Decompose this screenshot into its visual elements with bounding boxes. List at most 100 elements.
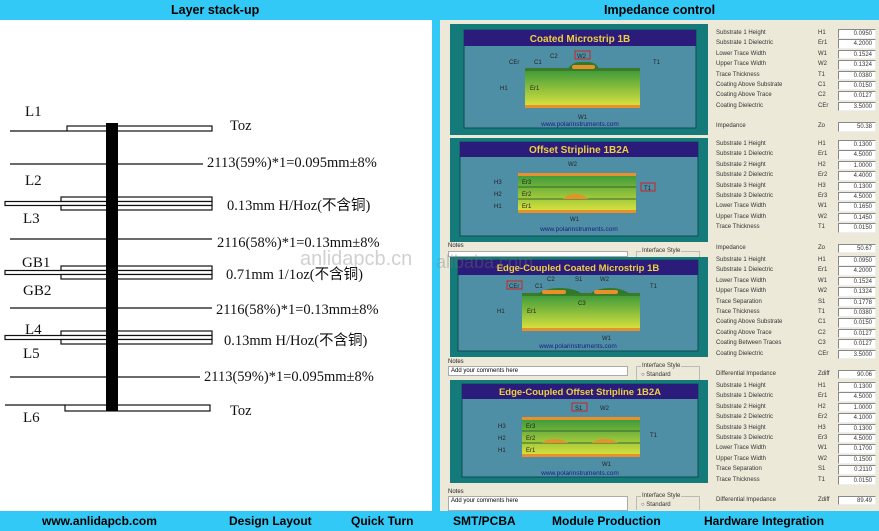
parameter-value-field[interactable]: 0.0380 bbox=[838, 70, 876, 81]
parameter-value-field[interactable]: 4.5000 bbox=[838, 150, 876, 160]
parameter-value-field[interactable]: 0.0127 bbox=[838, 328, 876, 339]
parameter-value-field[interactable]: 4.2000 bbox=[838, 39, 876, 49]
parameter-symbol: H1 bbox=[818, 141, 826, 147]
parameter-value-field[interactable]: 0.0150 bbox=[838, 475, 876, 486]
parameter-symbol: S1 bbox=[818, 298, 826, 305]
footer-link-smt-pcba[interactable]: SMT/PCBA bbox=[453, 514, 516, 528]
parameter-label: Upper Trace Width bbox=[716, 288, 767, 295]
parameter-value-field[interactable]: 0.0380 bbox=[838, 307, 876, 318]
parameter-value-field[interactable]: 4.2000 bbox=[838, 266, 876, 276]
parameter-label: Substrate 3 Height bbox=[716, 424, 766, 431]
parameter-symbol: Er2 bbox=[818, 414, 828, 421]
parameter-value-field[interactable]: 0.1500 bbox=[838, 454, 876, 465]
parameter-value-field[interactable]: 4.1000 bbox=[838, 413, 876, 423]
parameter-symbol: T1 bbox=[818, 308, 826, 315]
footer-link-module-production[interactable]: Module Production bbox=[552, 514, 661, 528]
footer-link-quick-turn[interactable]: Quick Turn bbox=[351, 514, 414, 528]
parameter-value-field[interactable]: 90.06 bbox=[838, 369, 876, 380]
parameter-value-field[interactable]: 0.0127 bbox=[838, 339, 876, 349]
parameter-value-field[interactable]: 0.0150 bbox=[838, 223, 876, 233]
parameter-value-field[interactable]: 0.1650 bbox=[838, 202, 876, 212]
parameter-symbol: T1 bbox=[818, 224, 826, 231]
parameter-value-field[interactable]: 0.0950 bbox=[838, 256, 876, 266]
parameter-value-field[interactable]: 0.1450 bbox=[838, 212, 876, 223]
svg-text:Er3: Er3 bbox=[522, 180, 532, 186]
parameter-value-field[interactable]: 1.0000 bbox=[838, 160, 876, 171]
parameter-label: Coating Above Trace bbox=[716, 92, 772, 99]
svg-text:W2: W2 bbox=[568, 162, 578, 168]
layer-spec: 2116(58%)*1=0.13mm±8% bbox=[217, 235, 380, 251]
parameter-value-field[interactable]: 0.1324 bbox=[838, 287, 876, 297]
parameter-label: Trace Separation bbox=[716, 466, 762, 473]
parameter-value-field[interactable]: 0.1300 bbox=[838, 140, 876, 150]
parameter-label: Substrate 1 Height bbox=[716, 257, 766, 263]
parameter-value-field[interactable]: 0.1300 bbox=[838, 423, 876, 434]
layer-spec: 2116(58%)*1=0.13mm±8% bbox=[216, 302, 379, 318]
svg-text:H1: H1 bbox=[500, 86, 508, 92]
parameter-value-field[interactable]: 0.1300 bbox=[838, 181, 876, 192]
parameter-value-field[interactable]: 0.1324 bbox=[838, 60, 876, 70]
notes-input[interactable]: Add your comments here bbox=[448, 366, 628, 376]
parameter-value-field[interactable]: 0.1778 bbox=[838, 297, 876, 308]
parameter-symbol: C1 bbox=[818, 81, 826, 88]
notes-label: Notes bbox=[448, 489, 464, 495]
parameter-value-field[interactable]: 1.0000 bbox=[838, 402, 876, 413]
parameter-value-field[interactable]: 0.0150 bbox=[838, 318, 876, 328]
layer-label: GB2 bbox=[23, 283, 51, 299]
parameter-value-field[interactable]: 4.5000 bbox=[838, 433, 876, 444]
svg-text:C2: C2 bbox=[550, 54, 558, 60]
footer-link-website[interactable]: www.anlidapcb.com bbox=[42, 514, 157, 528]
parameter-label: Coating Above Substrate bbox=[716, 319, 783, 326]
svg-text:C1: C1 bbox=[535, 284, 543, 290]
parameter-value-field[interactable]: 3.5000 bbox=[838, 101, 876, 112]
parameter-symbol: Er3 bbox=[818, 192, 828, 199]
diagram-title: Coated Microstrip 1B bbox=[530, 34, 631, 45]
svg-text:Er2: Er2 bbox=[522, 192, 532, 198]
svg-text:W2: W2 bbox=[577, 54, 587, 60]
layer-label: L1 bbox=[25, 104, 42, 120]
parameter-value-field[interactable]: 50.67 bbox=[838, 243, 876, 254]
parameter-value-field[interactable]: 0.1524 bbox=[838, 49, 876, 60]
notes-input[interactable] bbox=[448, 251, 628, 257]
parameter-value-field[interactable]: 89.49 bbox=[838, 495, 876, 506]
parameter-label: Differential Impedance bbox=[716, 370, 776, 377]
footer-link-design-layout[interactable]: Design Layout bbox=[229, 514, 312, 528]
parameter-symbol: H1 bbox=[818, 30, 826, 36]
svg-text:W2: W2 bbox=[600, 277, 610, 283]
parameter-value-field[interactable]: 0.1524 bbox=[838, 276, 876, 287]
parameter-value-field[interactable]: 0.0127 bbox=[838, 91, 876, 101]
notes-label: Notes bbox=[448, 243, 464, 249]
parameter-value-field[interactable]: 3.5000 bbox=[838, 349, 876, 360]
notes-input[interactable]: Add your comments here bbox=[448, 496, 628, 511]
parameter-symbol: Zdiff bbox=[818, 370, 830, 377]
layer-spec: Toz bbox=[230, 403, 252, 419]
parameter-value-field[interactable]: 0.0950 bbox=[838, 29, 876, 39]
svg-text:T1: T1 bbox=[644, 186, 652, 192]
parameter-value-field[interactable]: 0.1700 bbox=[838, 444, 876, 454]
footer-link-hardware-integration[interactable]: Hardware Integration bbox=[704, 514, 825, 528]
parameter-value-field[interactable]: 4.5000 bbox=[838, 392, 876, 402]
parameter-symbol: Er1 bbox=[818, 393, 828, 400]
parameter-symbol: Er2 bbox=[818, 172, 828, 179]
layer-label: L2 bbox=[25, 173, 42, 189]
parameter-value-field[interactable]: 0.0150 bbox=[838, 80, 876, 91]
parameter-value-field[interactable]: 0.1300 bbox=[838, 382, 876, 392]
standard-radio[interactable]: ○ Standard bbox=[641, 372, 671, 378]
parameter-value-field[interactable]: 50.38 bbox=[838, 122, 876, 132]
parameter-value-field[interactable]: 4.4000 bbox=[838, 171, 876, 181]
parameter-value-field[interactable]: 4.5000 bbox=[838, 191, 876, 202]
parameter-value-field[interactable]: 0.2110 bbox=[838, 465, 876, 475]
standard-radio[interactable]: ○ Standard bbox=[641, 502, 671, 508]
layer-label: GB1 bbox=[22, 255, 50, 271]
parameter-symbol: W2 bbox=[818, 288, 827, 295]
svg-text:CEr: CEr bbox=[509, 60, 519, 66]
